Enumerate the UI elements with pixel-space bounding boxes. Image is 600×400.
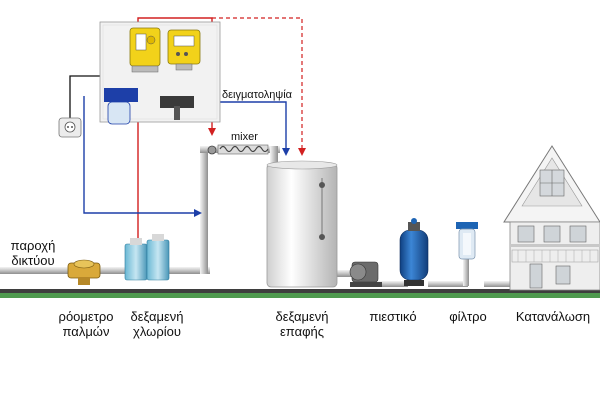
signal-arrow-1 [208, 128, 216, 136]
signal-arrow-2 [298, 148, 306, 156]
dosing-pump-icon [129, 27, 161, 73]
pipe-pump-to-pressure [378, 281, 408, 287]
water-meter-icon [67, 259, 101, 285]
label-mains-supply: παροχή δικτύου [10, 238, 56, 268]
pump-icon [349, 261, 382, 287]
filter-housing [456, 222, 478, 260]
house-icon [503, 145, 600, 291]
pipe-to-house [484, 281, 516, 287]
controller-icon [167, 29, 201, 71]
label-pressure-tank: πιεστικό [369, 309, 417, 324]
pipe-filter-riser [463, 258, 469, 286]
main-pipe-inlet [0, 267, 210, 274]
pipe-pressure-to-filter [428, 281, 468, 287]
sampling-arrow-return [194, 209, 202, 217]
label-pulse-meter: ρόομετρο παλμών [58, 309, 114, 339]
power-socket-icon [58, 117, 82, 138]
static-mixer [217, 144, 269, 155]
label-mixer: mixer [231, 131, 258, 143]
pipe-mixer-down [270, 146, 278, 166]
label-consumption: Κατανάλωση [515, 309, 591, 324]
label-chlorine-tank: δεξαμενή χλωρίου [130, 309, 184, 339]
sampling-sensor [104, 88, 194, 125]
contact-tank [266, 160, 338, 288]
chlorine-tank [124, 234, 170, 281]
pipe-tank-out [337, 270, 357, 277]
ground-grass [0, 293, 600, 298]
label-sampling: δειγματοληψία [222, 89, 293, 101]
pipe-riser [200, 148, 208, 274]
signal-line-dashed [212, 17, 303, 150]
label-filter: φίλτρο [449, 309, 487, 324]
sampling-arrow [282, 148, 290, 156]
dosing-injection-point [207, 145, 217, 155]
label-contact-tank: δεξαμενή επαφής [275, 309, 329, 339]
pressure-tank [399, 218, 429, 286]
